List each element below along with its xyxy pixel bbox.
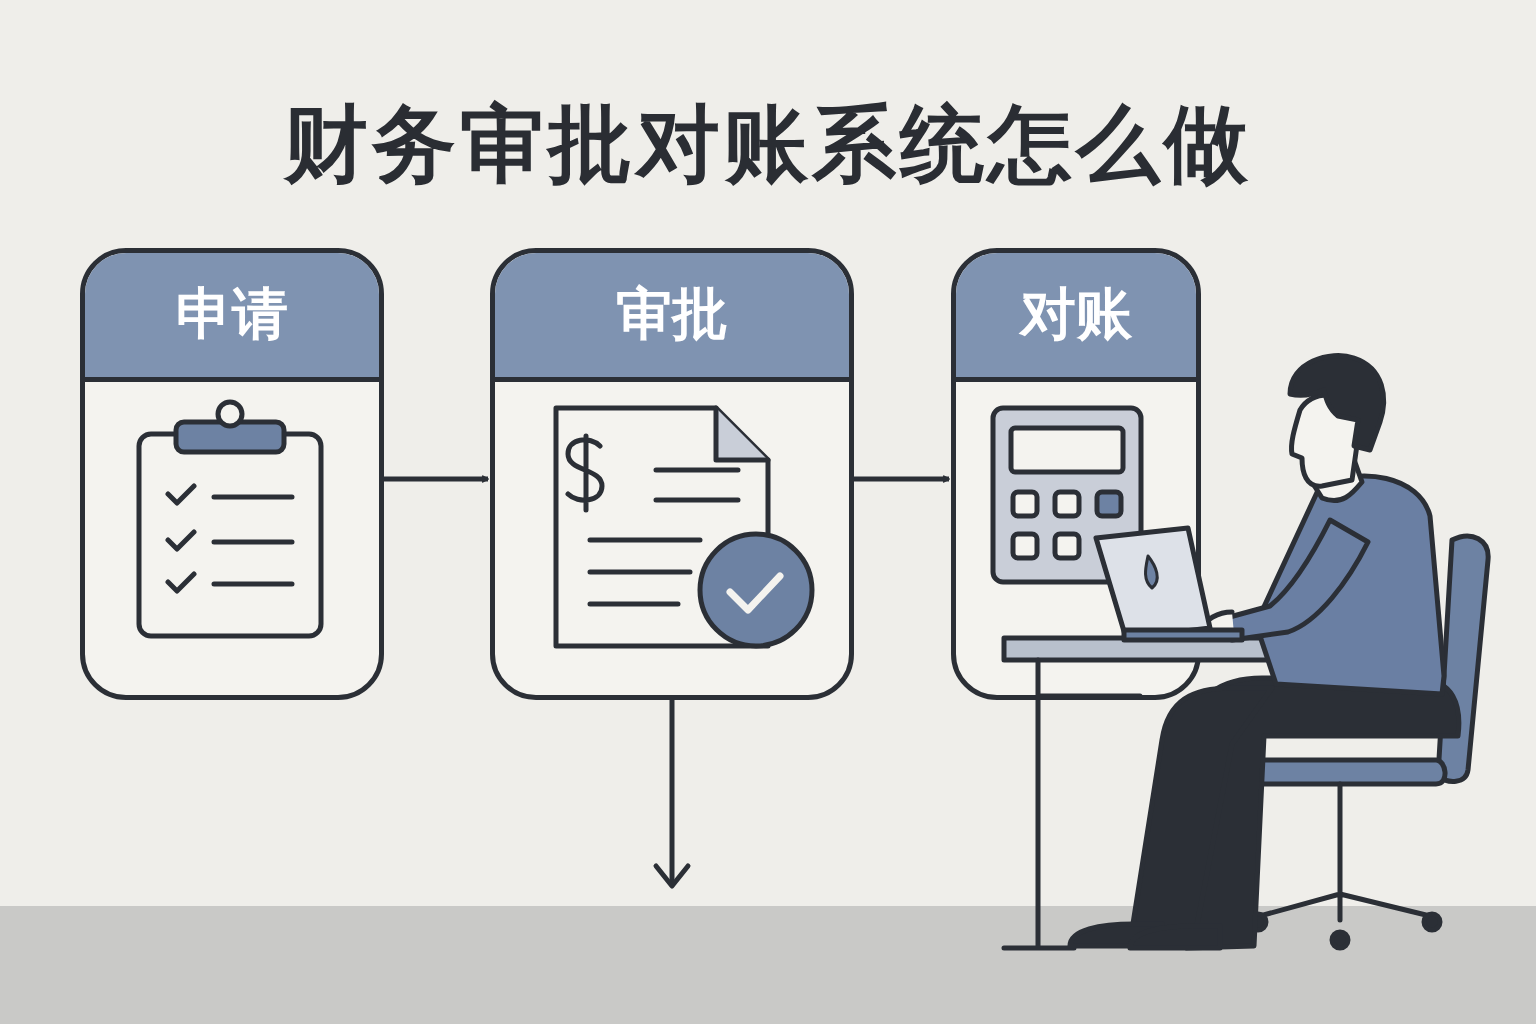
clipboard-icon bbox=[139, 402, 321, 636]
title: 财务审批对账系统怎么做 bbox=[0, 88, 1536, 202]
flow-arrow bbox=[854, 477, 949, 482]
box-header-band: 对账 bbox=[956, 253, 1196, 382]
box-heading: 审批 bbox=[616, 277, 728, 353]
down-arrow-head bbox=[656, 866, 688, 886]
laptop bbox=[1096, 528, 1242, 640]
invoice-document-icon bbox=[556, 408, 812, 646]
down-arrow-line bbox=[670, 700, 675, 884]
box-header-band: 审批 bbox=[495, 253, 849, 382]
box-header-band: 申请 bbox=[85, 253, 379, 382]
floor-band bbox=[0, 906, 1536, 1024]
box-heading: 申请 bbox=[176, 277, 288, 353]
box-heading: 对账 bbox=[1020, 277, 1132, 353]
flow-arrow bbox=[384, 477, 488, 482]
person bbox=[1070, 356, 1459, 948]
